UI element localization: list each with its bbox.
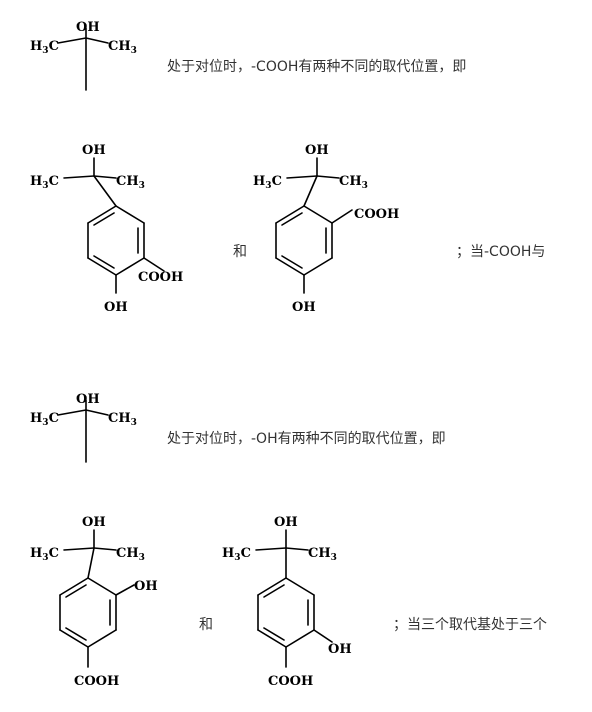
isopropanol-fragment-2: OH H3C CH3 [30, 392, 137, 463]
h3c-label: H3C [30, 411, 59, 428]
description-line-3: 处于对位时，-OH有两种不同的取代位置，即 [167, 431, 446, 447]
cooh-label: COOH [268, 674, 313, 689]
structure-cooh-meta-1: OH H3C CH3 COOH OH [30, 143, 183, 315]
oh-label: OH [274, 515, 298, 530]
structure-oh-ortho: OH H3C CH3 OH COOH [30, 515, 158, 689]
oh-label: OH [134, 579, 158, 594]
ch3-label: CH3 [108, 39, 137, 56]
structure-oh-meta: OH H3C CH3 OH COOH [222, 515, 352, 689]
cooh-label: COOH [354, 207, 399, 222]
structure-cooh-ortho: OH H3C CH3 COOH OH [253, 143, 399, 315]
and-word-1: 和 [233, 244, 247, 260]
and-word-2: 和 [199, 617, 213, 633]
oh-label: OH [82, 143, 106, 158]
cooh-label: COOH [138, 270, 183, 285]
isopropanol-fragment-1: OH H3C CH3 [30, 20, 137, 91]
h3c-label: H3C [222, 546, 251, 563]
oh-label: OH [76, 20, 100, 35]
h3c-label: H3C [30, 39, 59, 56]
oh-label: OH [305, 143, 329, 158]
h3c-label: H3C [30, 546, 59, 563]
h3c-label: H3C [253, 174, 282, 191]
description-line-1: 处于对位时，-COOH有两种不同的取代位置，即 [167, 59, 467, 75]
h3c-label: H3C [30, 174, 59, 191]
oh-label: OH [328, 642, 352, 657]
oh-label: OH [82, 515, 106, 530]
oh-label: OH [104, 300, 128, 315]
ch3-label: CH3 [339, 174, 368, 191]
oh-label: OH [292, 300, 316, 315]
ch3-label: CH3 [116, 546, 145, 563]
ch3-label: CH3 [116, 174, 145, 191]
description-line-4-tail: ；当三个取代基处于三个 [393, 617, 547, 633]
ch3-label: CH3 [308, 546, 337, 563]
ch3-label: CH3 [108, 411, 137, 428]
description-line-2-tail: ；当-COOH与 [456, 244, 546, 260]
cooh-label: COOH [74, 674, 119, 689]
oh-label: OH [76, 392, 100, 407]
